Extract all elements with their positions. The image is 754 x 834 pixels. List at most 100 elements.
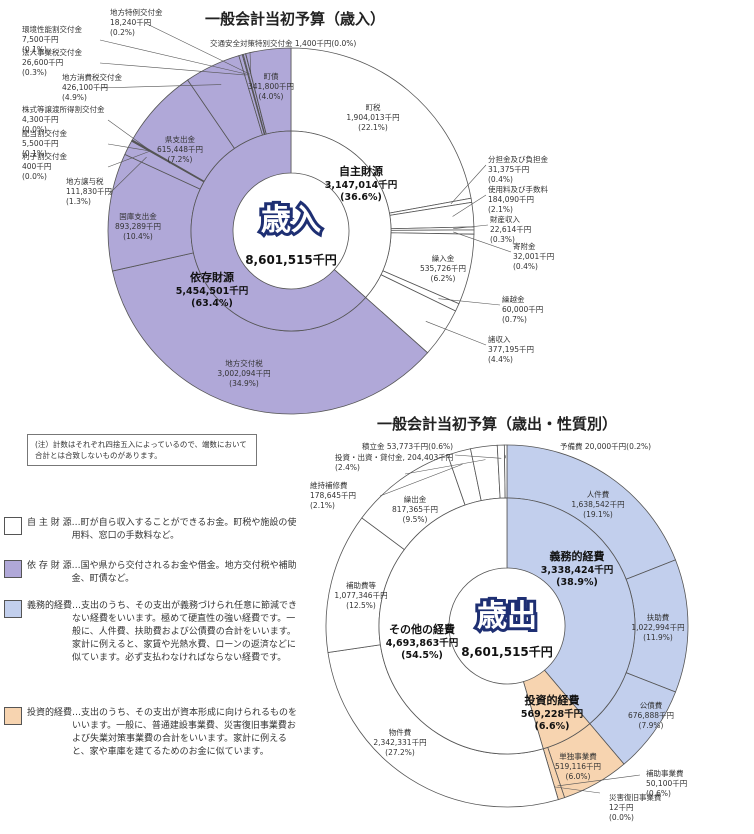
revenue-label-name-6: 繰越金 — [502, 294, 525, 304]
revenue-label-percent-9: (10.4%) — [123, 232, 153, 241]
revenue-pie-chart: 一般会計当初予算（歳入） 町税1,904,013千円(22.1%)分担金及び負担… — [22, 7, 554, 415]
expenditure-label-percent-8: (9.5%) — [403, 515, 428, 524]
legend-desc: …支出のうち、その支出が義務づけられ任意に節減できない経費をいいます。極めて硬直… — [72, 601, 298, 663]
revenue-label-name-20: 町債 — [264, 71, 279, 81]
revenue-label-name-10: 地方譲与税 — [66, 176, 104, 186]
legend-swatch — [4, 560, 22, 578]
expenditure-label-percent-5: (0.0%) — [609, 813, 634, 822]
expenditure-label-name-2: 公債費 — [640, 700, 663, 710]
revenue-label-percent-17: (0.1%) — [22, 45, 47, 54]
expenditure-label-10: 投資・出資・貸付金, 204,403千円(2.4%) — [335, 452, 453, 472]
expenditure-label-value-8: 817,365千円 — [392, 504, 438, 514]
revenue-label-value-14: 615,448千円 — [157, 144, 203, 154]
expenditure-label-percent-2: (7.9%) — [639, 721, 664, 730]
expenditure-center-label: 歳出 — [477, 599, 537, 634]
legend-name: 自 主 財 源 — [27, 518, 72, 528]
revenue-label-percent-1: (0.4%) — [488, 175, 513, 184]
legend-item-own-revenue: 自 主 財 源 …町が自ら収入することができるお金。町税や施設の使用料、窓口の手… — [4, 517, 298, 543]
revenue-label-value-2: 184,090千円 — [488, 194, 534, 204]
revenue-label-name-13: 株式等譲渡所得割交付金 — [22, 104, 105, 114]
expenditure-group-ring-0 — [506, 497, 636, 725]
expenditure-group-investment-name: 投資的経費 — [525, 693, 580, 707]
expenditure-label-percent-9: (2.1%) — [310, 501, 335, 510]
revenue-label-19: 交通安全対策特別交付金 1,400千円(0.0%) — [210, 38, 356, 48]
expenditure-label-value-0: 1,638,542千円 — [571, 499, 624, 509]
expenditure-label-percent-11: (0.6%) — [428, 442, 453, 451]
revenue-label-value-16: 26,600千円 — [22, 57, 63, 67]
expenditure-label-value-7: 1,077,346千円 — [334, 590, 387, 600]
revenue-label-percent-7: (4.4%) — [488, 355, 513, 364]
revenue-label-name-12: 配当割交付金 — [22, 128, 67, 138]
expenditure-label-name-4: 補助事業費 — [646, 768, 684, 778]
expenditure-label-value-11: 53,773千円 — [387, 441, 428, 451]
expenditure-label-value-2: 676,888千円 — [628, 710, 674, 720]
expenditure-label-percent-10: (2.4%) — [335, 463, 360, 472]
expenditure-label-percent-3: (6.0%) — [566, 772, 591, 781]
expenditure-label-name-11: 積立金 — [362, 441, 387, 451]
revenue-label-value-10: 111,830千円 — [66, 186, 112, 196]
expenditure-group-ring-2 — [378, 497, 544, 755]
revenue-label-percent-16: (0.3%) — [22, 68, 47, 77]
expenditure-center-total: 8,601,515千円 — [461, 644, 553, 659]
revenue-label-value-1: 31,375千円 — [488, 164, 529, 174]
revenue-label-percent-0: (22.1%) — [358, 123, 388, 132]
revenue-label-percent-3: (0.3%) — [490, 235, 515, 244]
expenditure-label-percent-0: (19.1%) — [583, 510, 613, 519]
revenue-group-ring-1 — [190, 130, 367, 332]
revenue-leader-16 — [99, 62, 247, 76]
expenditure-label-name-12: 予備費 — [560, 441, 585, 451]
rounding-note: (注）計数はそれぞれ四捨五入によっているので、端数において合計とは合致しないもの… — [27, 434, 257, 466]
revenue-label-name-5: 繰入金 — [432, 253, 455, 263]
expenditure-chart-title: 一般会計当初予算（歳出・性質別） — [377, 415, 617, 433]
revenue-label-percent-14: (7.2%) — [168, 155, 193, 164]
legend-desc: …町が自ら収入することができるお金。町税や施設の使用料、窓口の手数料など。 — [71, 518, 297, 541]
legend-name: 投資的経費 — [27, 708, 73, 718]
revenue-label-value-5: 535,726千円 — [420, 263, 466, 273]
revenue-label-name-15: 地方消費税交付金 — [62, 72, 122, 82]
revenue-label-name-9: 国庫支出金 — [119, 211, 157, 221]
revenue-label-name-17: 環境性能割交付金 — [22, 24, 82, 34]
legend-item-dependent-revenue: 依 存 財 源 …国や県から交付されるお金や借金。地方交付税や補助金、町債など。 — [4, 560, 298, 586]
revenue-label-name-7: 諸収入 — [488, 334, 511, 344]
revenue-label-value-0: 1,904,013千円 — [346, 112, 399, 122]
revenue-group-own-value: 3,147,014千円 — [325, 179, 398, 191]
revenue-leader-13 — [107, 119, 151, 151]
revenue-label-name-3: 財産収入 — [490, 214, 520, 224]
revenue-leader-10 — [107, 156, 147, 196]
legend-item-investment-expense: 投資的経費 …支出のうち、その支出が資本形成に向けられるものをいいます。一般に、… — [4, 707, 298, 759]
revenue-chart-title: 一般会計当初予算（歳入） — [205, 10, 385, 28]
revenue-label-value-20: 341,800千円 — [248, 81, 294, 91]
expenditure-group-investment-percent: (6.6%) — [534, 721, 569, 732]
revenue-leader-7 — [425, 321, 487, 346]
revenue-leader-4 — [453, 231, 512, 253]
revenue-label-name-18: 地方特例交付金 — [110, 7, 163, 17]
revenue-label-value-8: 3,002,094千円 — [217, 368, 270, 378]
revenue-leader-11 — [107, 150, 150, 168]
revenue-label-value-11: 400千円 — [22, 161, 51, 171]
expenditure-slice-12 — [503, 444, 508, 499]
expenditure-group-investment-value: 569,228千円 — [521, 708, 583, 720]
expenditure-label-name-3: 単独事業費 — [559, 751, 597, 761]
expenditure-label-12: 予備費 20,000千円(0.2%) — [560, 441, 651, 451]
legend-desc: …支出のうち、その支出が資本形成に向けられるものをいいます。一般に、普通建設事業… — [72, 708, 298, 757]
expenditure-label-value-6: 2,342,331千円 — [373, 737, 426, 747]
expenditure-label-11: 積立金 53,773千円(0.6%) — [362, 441, 453, 451]
revenue-leader-6 — [438, 298, 501, 306]
revenue-center-label: 歳入 — [261, 203, 321, 238]
revenue-label-value-7: 377,195千円 — [488, 344, 534, 354]
revenue-leader-17 — [99, 39, 249, 75]
expenditure-leader-10 — [404, 459, 486, 475]
revenue-label-percent-11: (0.0%) — [22, 172, 47, 181]
revenue-label-value-4: 32,001千円 — [513, 251, 554, 261]
expenditure-label-name-7: 補助費等 — [346, 580, 376, 590]
revenue-label-percent-20: (4.0%) — [259, 92, 284, 101]
expenditure-label-value-9: 178,645千円 — [310, 490, 356, 500]
legend-name: 依 存 財 源 — [27, 561, 72, 571]
expenditure-label-name-9: 維持補修費 — [310, 480, 348, 490]
legend-swatch — [4, 707, 22, 725]
revenue-label-value-6: 60,000千円 — [502, 304, 543, 314]
revenue-label-name-2: 使用料及び手数料 — [488, 184, 548, 194]
expenditure-label-value-3: 519,116千円 — [555, 761, 601, 771]
expenditure-group-mandatory-value: 3,338,424千円 — [541, 564, 614, 576]
revenue-label-percent-4: (0.4%) — [513, 262, 538, 271]
